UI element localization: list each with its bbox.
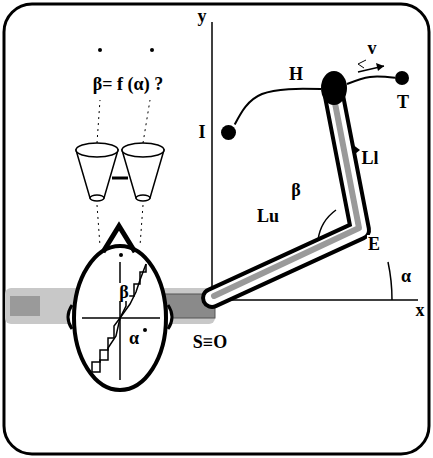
angle-arc [318,210,336,240]
frame [4,4,429,454]
plot-axis-label: β [118,283,129,301]
point-marker: H [321,71,347,105]
arrow-mark [352,144,360,154]
angle-label: β [290,181,301,199]
velocity-arrowhead [376,63,384,71]
origin-label: S≡O [192,333,228,351]
trajectory-line [347,77,395,84]
point-shape [395,71,409,85]
plot-curve [92,264,146,372]
trajectory-line [235,89,321,125]
shoulder-left [10,296,40,316]
point-marker: T [395,71,409,85]
point-fill [321,71,347,105]
dot [98,48,102,52]
point-marker: I [221,125,236,140]
x-axis [212,299,418,301]
dot [119,253,123,257]
axis-label: y [197,7,208,25]
plot-axis-label: α [128,329,140,347]
camera-cones [76,143,164,201]
point-shape [321,71,347,105]
formula-label: β= f (α) ? [92,75,164,93]
point-fill [395,71,409,85]
dot [143,328,147,332]
angle-arc [388,262,392,300]
point-label: H [289,65,315,83]
nose [103,226,135,252]
tangent-mark [358,60,366,68]
joint-label: E [367,235,381,253]
velocity-label: v [367,39,378,57]
arm [212,96,360,298]
y-axis [211,22,213,300]
angle-label: α [400,267,412,285]
segment-label: Lu [256,207,280,225]
point-label: I [199,123,214,141]
point-label: T [397,93,411,111]
point-shape [221,125,236,140]
plot-curve [92,264,146,372]
dot [150,48,154,52]
head-outline [74,246,166,390]
point-fill [221,125,236,140]
segment-label: Ll [360,149,379,167]
axis-label: x [415,301,426,319]
sight-lines [97,100,150,246]
